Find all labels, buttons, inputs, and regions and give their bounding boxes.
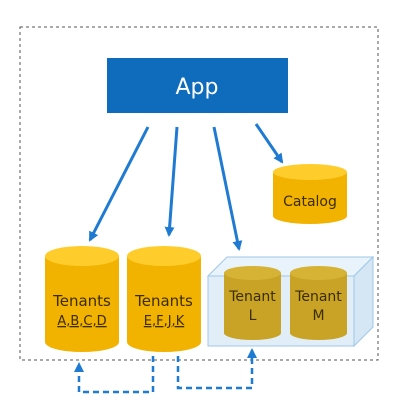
app-arrows	[88, 123, 284, 251]
tenant-l-line1: Tenant	[228, 289, 276, 305]
migration-arrow-to-abcd	[74, 356, 155, 394]
tenant-l-line2: L	[249, 308, 257, 324]
tenants-efjk-line1: Tenants	[134, 292, 193, 310]
tenants-efjk-database: Tenants E,F,J,K	[127, 246, 201, 352]
tenants-efjk-line2: E,F,J,K	[144, 314, 185, 329]
arrow-to-tenants-abcd	[88, 126, 150, 242]
tenants-abcd-database: Tenants A,B,C,D	[45, 246, 119, 352]
arrow-to-catalog	[254, 123, 284, 164]
tenants-abcd-line1: Tenants	[52, 292, 111, 310]
tenant-m-line2: M	[312, 308, 324, 324]
arrow-to-tenant-pool	[212, 126, 243, 251]
migration-arrow-to-pool	[176, 348, 257, 390]
tenant-l-database: Tenant L	[224, 266, 281, 340]
arrow-to-tenants-efjk	[164, 126, 179, 237]
tenant-m-database: Tenant M	[290, 266, 347, 340]
catalog-database: Catalog	[273, 164, 347, 224]
system-boundary	[19, 26, 379, 361]
migration-arrows	[74, 348, 257, 394]
tenants-abcd-line2: A,B,C,D	[57, 314, 106, 329]
catalog-label: Catalog	[283, 194, 337, 210]
tenant-m-line1: Tenant	[294, 289, 342, 305]
app-node: App	[107, 58, 288, 113]
app-label: App	[176, 75, 219, 100]
